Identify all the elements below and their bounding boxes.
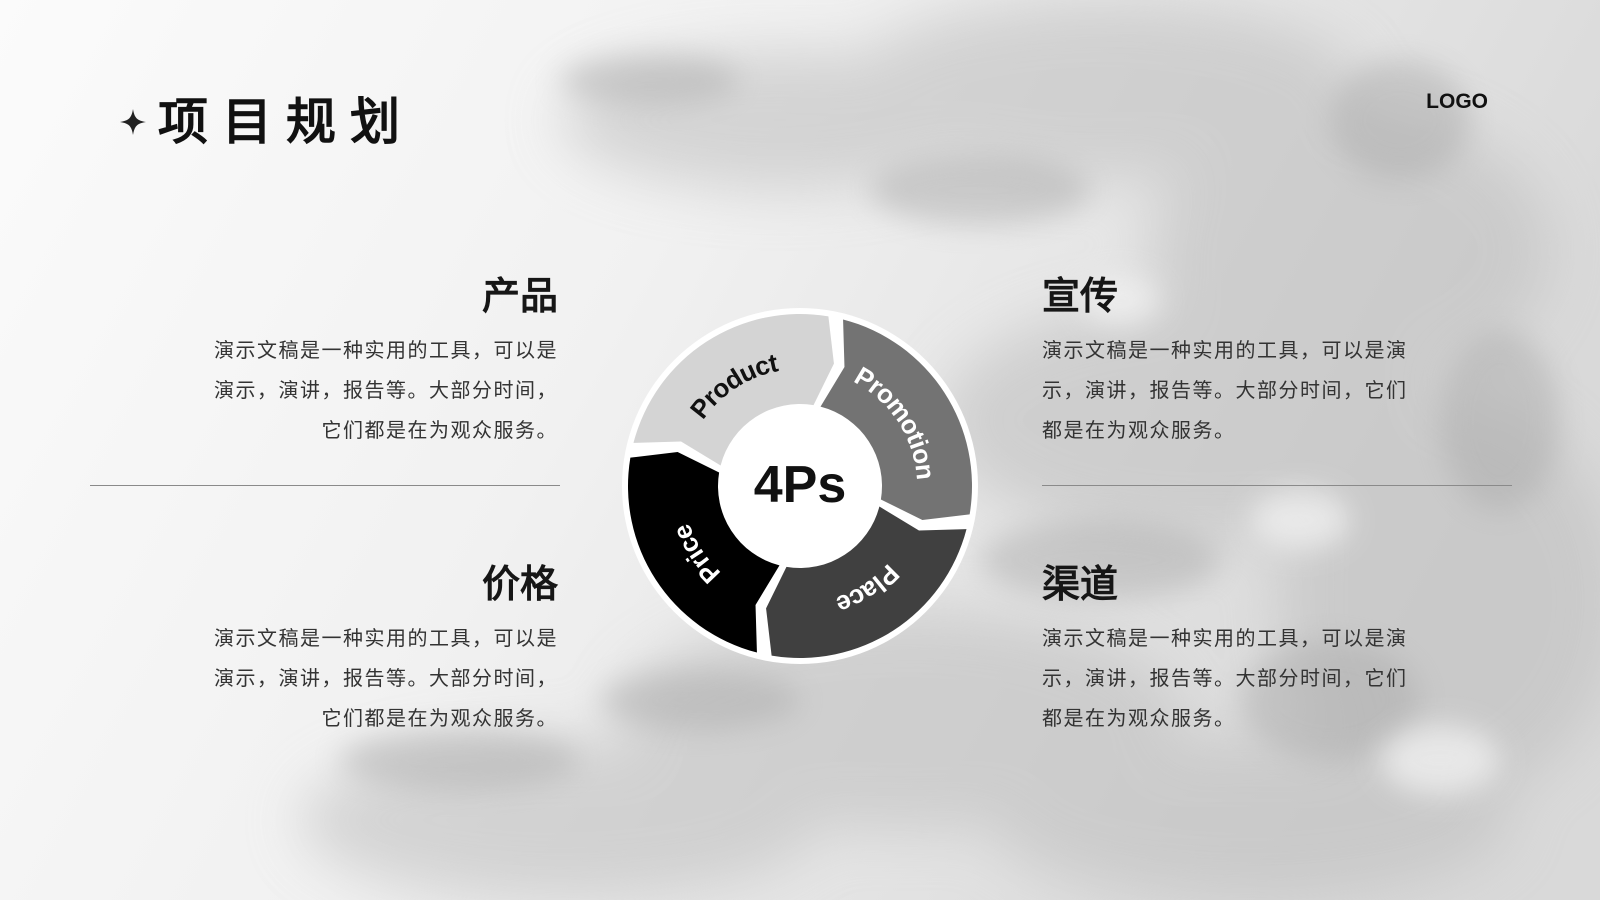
product-line-3: 它们都是在为观众服务。	[321, 418, 558, 442]
promotion-description: 演示文稿是一种实用的工具，可以是演 示，演讲，报告等。大部分时间，它们 都是在为…	[1042, 330, 1462, 450]
product-heading: 产品	[481, 274, 558, 318]
channel-heading: 渠道	[1042, 562, 1119, 606]
product-line-2: 演示，演讲，报告等。大部分时间，	[214, 378, 558, 402]
segment-product	[633, 314, 834, 466]
product-block: 产品 演示文稿是一种实用的工具，可以是 演示，演讲，报告等。大部分时间， 它们都…	[88, 272, 558, 450]
channel-description: 演示文稿是一种实用的工具，可以是演 示，演讲，报告等。大部分时间，它们 都是在为…	[1042, 618, 1462, 738]
price-description: 演示文稿是一种实用的工具，可以是 演示，演讲，报告等。大部分时间， 它们都是在为…	[88, 618, 558, 738]
right-divider	[1042, 485, 1512, 486]
diagram-center-circle	[724, 410, 876, 562]
price-line-2: 演示，演讲，报告等。大部分时间，	[214, 666, 558, 690]
page-title: 项目规划	[158, 93, 414, 151]
title-group: 项目规划	[118, 92, 414, 152]
diagram-center-label: 4Ps	[754, 456, 847, 514]
segment-price	[628, 452, 780, 653]
price-line-1: 演示文稿是一种实用的工具，可以是	[214, 626, 558, 650]
channel-line-1: 演示文稿是一种实用的工具，可以是演	[1042, 626, 1408, 650]
segment-promotion	[820, 319, 972, 520]
price-block: 价格 演示文稿是一种实用的工具，可以是 演示，演讲，报告等。大部分时间， 它们都…	[88, 560, 558, 738]
price-line-3: 它们都是在为观众服务。	[321, 706, 558, 730]
channel-line-3: 都是在为观众服务。	[1042, 706, 1236, 730]
sparkle-icon	[120, 109, 146, 135]
segment-place	[766, 506, 967, 658]
promotion-line-1: 演示文稿是一种实用的工具，可以是演	[1042, 338, 1408, 362]
price-heading: 价格	[481, 562, 558, 606]
product-line-1: 演示文稿是一种实用的工具，可以是	[214, 338, 558, 362]
channel-block: 渠道 演示文稿是一种实用的工具，可以是演 示，演讲，报告等。大部分时间，它们 都…	[1042, 560, 1462, 738]
left-divider	[90, 485, 560, 486]
diagram-segments	[628, 314, 972, 658]
promotion-line-3: 都是在为观众服务。	[1042, 418, 1236, 442]
promotion-block: 宣传 演示文稿是一种实用的工具，可以是演 示，演讲，报告等。大部分时间，它们 都…	[1042, 272, 1462, 450]
promotion-heading: 宣传	[1042, 274, 1119, 318]
channel-line-2: 示，演讲，报告等。大部分时间，它们	[1042, 666, 1408, 690]
promotion-line-2: 示，演讲，报告等。大部分时间，它们	[1042, 378, 1408, 402]
product-description: 演示文稿是一种实用的工具，可以是 演示，演讲，报告等。大部分时间， 它们都是在为…	[88, 330, 558, 450]
logo: LOGO	[1426, 90, 1488, 113]
